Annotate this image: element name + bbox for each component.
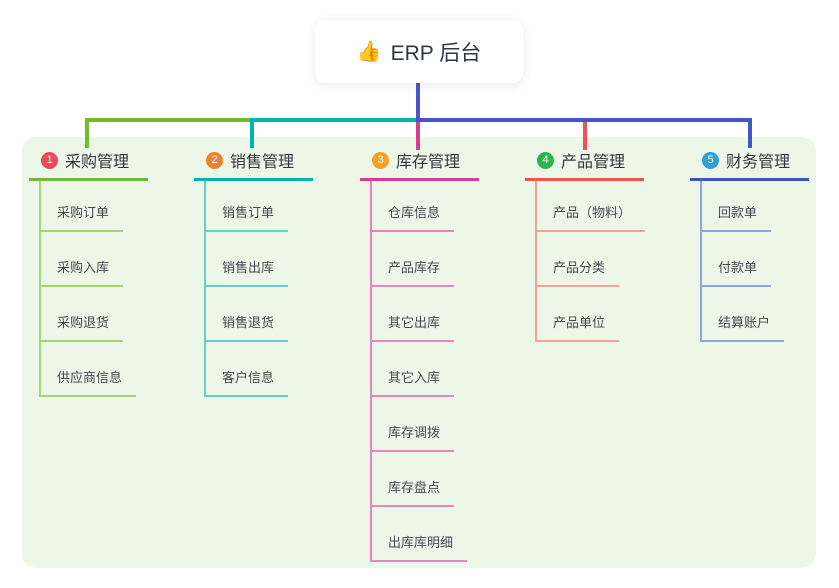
child-label: 采购退货 [41,312,124,342]
child-node[interactable]: 出库库明细 [372,507,468,562]
child-node[interactable]: 产品分类 [537,232,645,287]
connector-stub-5 [748,118,752,148]
child-node[interactable]: 回款单 [702,181,784,232]
root-title: ERP 后台 [390,41,482,65]
child-label: 出库库明细 [372,532,468,562]
child-node[interactable]: 产品库存 [372,232,467,287]
branch-children: 回款单 付款单 结算账户 [700,181,785,342]
branch-number-badge: 5 [702,151,719,169]
root-node[interactable]: 👍 ERP 后台 [315,20,523,83]
child-node[interactable]: 供应商信息 [41,342,137,397]
connector-stub-2 [250,118,254,148]
child-node[interactable]: 库存调拨 [372,397,467,452]
branch-finance: 5 财务管理 回款单 付款单 结算账户 [690,146,839,342]
child-node[interactable]: 结算账户 [702,287,785,342]
connector-horizontal-2 [250,118,418,122]
branch-header[interactable]: 2 销售管理 [194,146,313,181]
branch-purchase: 1 采购管理 采购订单 采购入库 采购退货 供应商信息 [29,146,189,397]
child-label: 付款单 [702,257,772,287]
child-node[interactable]: 产品（物料） [537,181,646,232]
child-node[interactable]: 采购退货 [41,287,136,342]
branch-children: 销售订单 销售出库 销售退货 客户信息 [204,181,289,397]
child-label: 采购入库 [41,257,124,287]
child-label: 销售出库 [206,257,289,287]
child-label: 其它入库 [372,367,455,397]
child-label: 采购订单 [41,202,124,232]
child-label: 仓库信息 [372,202,455,232]
branch-label: 财务管理 [726,154,791,171]
branch-label: 产品管理 [561,154,626,171]
child-node[interactable]: 采购订单 [41,181,136,232]
child-node[interactable]: 销售出库 [206,232,289,287]
connector-stub-4 [583,122,587,150]
child-label: 产品单位 [537,312,620,342]
child-label: 客户信息 [206,367,289,397]
child-label: 库存盘点 [372,477,455,507]
child-node[interactable]: 仓库信息 [372,181,467,232]
connector-stub-3 [416,122,420,150]
child-label: 销售退货 [206,312,289,342]
connector-root-stub [416,83,420,122]
child-label: 库存调拨 [372,422,455,452]
branch-header[interactable]: 1 采购管理 [29,146,148,181]
child-node[interactable]: 其它入库 [372,342,467,397]
branch-label: 销售管理 [230,154,295,171]
child-node[interactable]: 客户信息 [206,342,289,397]
child-label: 产品分类 [537,257,620,287]
child-node[interactable]: 销售退货 [206,287,289,342]
thumbs-up-icon: 👍 [356,41,382,63]
branch-product: 4 产品管理 产品（物料） 产品分类 产品单位 [525,146,685,342]
branch-header[interactable]: 5 财务管理 [690,146,809,181]
child-node[interactable]: 产品单位 [537,287,645,342]
branch-inventory: 3 库存管理 仓库信息 产品库存 其它出库 其它入库 库存调拨 库存盘点 出库库… [360,146,520,562]
branch-children: 采购订单 采购入库 采购退货 供应商信息 [39,181,137,397]
branch-number-badge: 2 [206,151,223,169]
branch-sales: 2 销售管理 销售订单 销售出库 销售退货 客户信息 [194,146,354,397]
child-node[interactable]: 销售订单 [206,181,289,232]
child-label: 产品（物料） [537,202,646,232]
child-label: 产品库存 [372,257,455,287]
branch-header[interactable]: 4 产品管理 [525,146,644,181]
child-label: 回款单 [702,202,772,232]
branch-number-badge: 3 [372,151,389,169]
child-node[interactable]: 库存盘点 [372,452,467,507]
child-label: 销售订单 [206,202,289,232]
child-node[interactable]: 采购入库 [41,232,136,287]
branch-children: 产品（物料） 产品分类 产品单位 [535,181,646,342]
connector-horizontal-5 [416,118,752,122]
branch-header[interactable]: 3 库存管理 [360,146,479,181]
child-node[interactable]: 付款单 [702,232,784,287]
branch-label: 采购管理 [65,154,130,171]
branch-children: 仓库信息 产品库存 其它出库 其它入库 库存调拨 库存盘点 出库库明细 [370,181,468,562]
branch-number-badge: 1 [41,151,58,169]
child-label: 供应商信息 [41,367,137,397]
connector-horizontal-1 [85,118,252,122]
mindmap-canvas [22,137,816,568]
child-label: 其它出库 [372,312,455,342]
connector-stub-1 [85,118,89,148]
branch-label: 库存管理 [396,154,461,171]
child-label: 结算账户 [702,312,785,342]
branch-number-badge: 4 [537,151,554,169]
child-node[interactable]: 其它出库 [372,287,467,342]
